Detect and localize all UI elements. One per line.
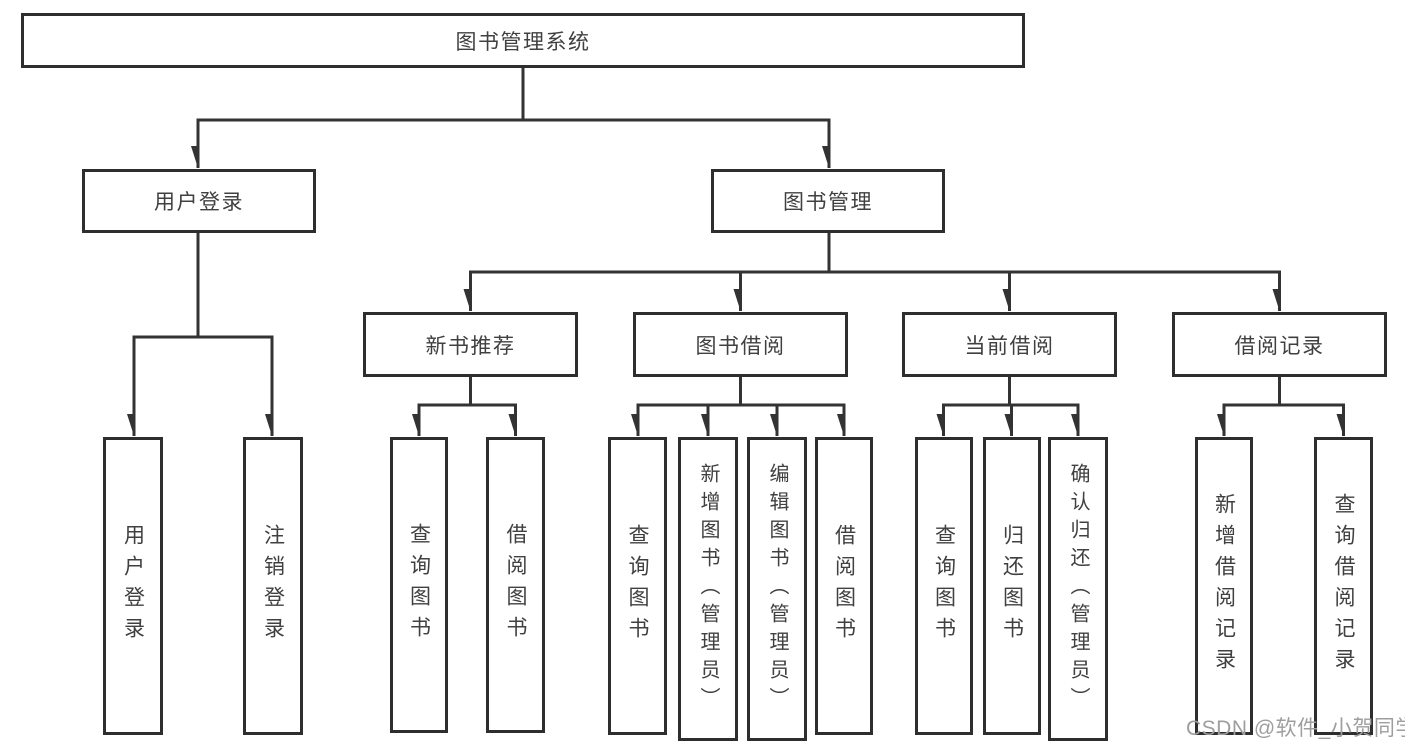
leaf-user-login: 用户登录 [103, 437, 163, 735]
leaf-borrow-borrow-books-label: 借阅图书 [832, 524, 856, 648]
leaf-recommend-borrow-books-label: 借阅图书 [504, 523, 527, 647]
leaf-logout-label: 注销登录 [261, 524, 285, 648]
leaf-edit-book-admin: 编辑图书（管理员） [747, 437, 807, 741]
node-borrow-records: 借阅记录 [1172, 312, 1387, 377]
leaf-current-query-books: 查询图书 [915, 437, 973, 735]
leaf-recommend-query-books: 查询图书 [390, 437, 448, 733]
leaf-recommend-query-books-label: 查询图书 [407, 523, 431, 647]
node-book-borrow: 图书借阅 [633, 312, 848, 377]
leaf-query-borrow-record-label: 查询借阅记录 [1332, 493, 1355, 679]
leaf-borrow-borrow-books: 借阅图书 [815, 437, 873, 735]
node-book-borrow-label: 图书借阅 [695, 334, 786, 358]
node-borrow-records-label: 借阅记录 [1234, 334, 1325, 358]
leaf-add-book-admin: 新增图书（管理员） [678, 437, 738, 741]
node-root-label: 图书管理系统 [455, 30, 591, 54]
leaf-borrow-query-books-label: 查询图书 [626, 524, 649, 648]
node-new-book-recommend-label: 新书推荐 [425, 334, 516, 358]
node-user-login: 用户登录 [82, 169, 316, 233]
node-book-management: 图书管理 [711, 169, 945, 233]
csdn-watermark: CSDN @软件_小贺同学 [1186, 717, 1405, 740]
node-new-book-recommend: 新书推荐 [363, 312, 578, 377]
leaf-add-book-admin-label: 新增图书（管理员） [697, 463, 719, 715]
leaf-logout: 注销登录 [243, 437, 303, 735]
leaf-return-books-label: 归还图书 [1000, 524, 1024, 648]
node-user-login-label: 用户登录 [154, 191, 244, 214]
node-current-borrow: 当前借阅 [902, 312, 1117, 377]
leaf-query-borrow-record: 查询借阅记录 [1314, 437, 1373, 735]
node-root: 图书管理系统 [21, 13, 1025, 68]
leaf-confirm-return-admin-label: 确认归还（管理员） [1067, 463, 1089, 715]
leaf-return-books: 归还图书 [983, 437, 1041, 735]
node-book-management-label: 图书管理 [783, 191, 873, 214]
node-current-borrow-label: 当前借阅 [964, 334, 1055, 358]
leaf-add-borrow-record-label: 新增借阅记录 [1212, 493, 1236, 679]
leaf-add-borrow-record: 新增借阅记录 [1195, 437, 1253, 735]
leaf-confirm-return-admin: 确认归还（管理员） [1048, 437, 1108, 741]
leaf-borrow-query-books: 查询图书 [608, 437, 667, 735]
leaf-edit-book-admin-label: 编辑图书（管理员） [766, 463, 788, 715]
leaf-recommend-borrow-books: 借阅图书 [486, 437, 545, 733]
leaf-user-login-label: 用户登录 [121, 524, 145, 648]
leaf-current-query-books-label: 查询图书 [932, 524, 956, 648]
